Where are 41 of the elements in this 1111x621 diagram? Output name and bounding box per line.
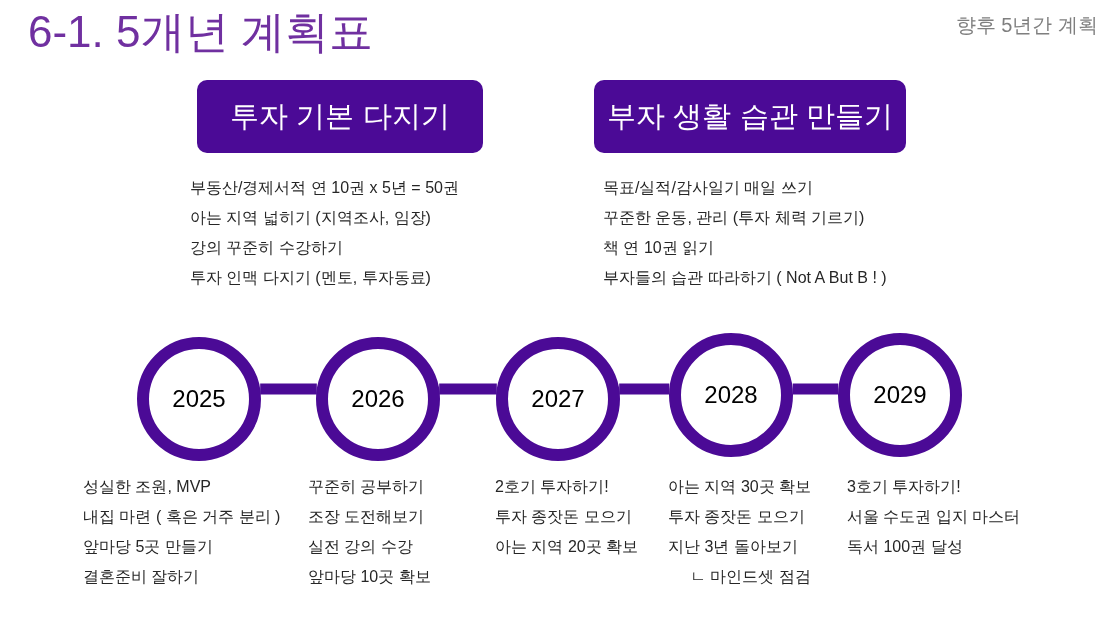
heading-box (594, 80, 906, 153)
connector-bar (792, 383, 839, 395)
plan-item: 내집 마련 ( 혹은 거주 분리 ) (83, 507, 281, 527)
header-note: 향후 5년간 계획 (955, 13, 1098, 38)
year-label: 2026 (351, 387, 405, 411)
heading-text: 투자 기본 다지기 (230, 102, 450, 131)
heading-box (197, 80, 483, 153)
plan-item: 조장 도전해보기 (308, 507, 425, 527)
plan-item: 부자들의 습관 따라하기 ( Not A But B ! ) (603, 268, 887, 288)
plan-item: 목표/실적/감사일기 매일 쓰기 (603, 178, 813, 198)
plan-item: 지난 3년 돌아보기 (668, 537, 798, 557)
plan-item: 아는 지역 20곳 확보 (495, 537, 639, 557)
plan-item: 서울 수도권 입지 마스터 (847, 507, 1021, 527)
plan-item: 앞마당 10곳 확보 (308, 567, 431, 587)
heading-text: 부자 생활 습관 만들기 (607, 102, 893, 131)
plan-item: 책 연 10권 읽기 (603, 238, 715, 258)
plan-item: 강의 꾸준히 수강하기 (190, 238, 343, 258)
plan-item: 꾸준한 운동, 관리 (투자 체력 기르기) (603, 208, 865, 228)
plan-item: 앞마당 5곳 만들기 (83, 537, 213, 557)
plan-item: 부동산/경제서적 연 10권 x 5년 = 50권 (190, 178, 459, 198)
year-label: 2025 (172, 387, 226, 411)
plan-item: ㄴ 마인드셋 점검 (690, 567, 811, 587)
connector-bar (439, 383, 497, 395)
plan-item: 투자 종잣돈 모으기 (495, 507, 632, 527)
plan-item: 독서 100권 달성 (847, 537, 963, 557)
plan-item: 결혼준비 잘하기 (83, 567, 200, 587)
year-label: 2029 (873, 383, 927, 407)
plan-item: 성실한 조원, MVP (83, 477, 211, 497)
plan-item: 투자 인맥 다지기 (멘토, 투자동료) (190, 268, 431, 288)
year-label: 2027 (531, 387, 585, 411)
plan-item: 2호기 투자하기! (495, 477, 609, 497)
plan-item: 아는 지역 넓히기 (지역조사, 임장) (190, 208, 431, 228)
plan-item: 3호기 투자하기! (847, 477, 961, 497)
page-title: 6-1. 5개년 계획표 (28, 6, 373, 58)
connector-bar (619, 383, 670, 395)
plan-item: 아는 지역 30곳 확보 (668, 477, 812, 497)
connector-bar (260, 383, 317, 395)
year-label: 2028 (704, 383, 758, 407)
plan-item: 꾸준히 공부하기 (308, 477, 425, 497)
plan-item: 실전 강의 수강 (308, 537, 413, 557)
plan-item: 투자 종잣돈 모으기 (668, 507, 805, 527)
